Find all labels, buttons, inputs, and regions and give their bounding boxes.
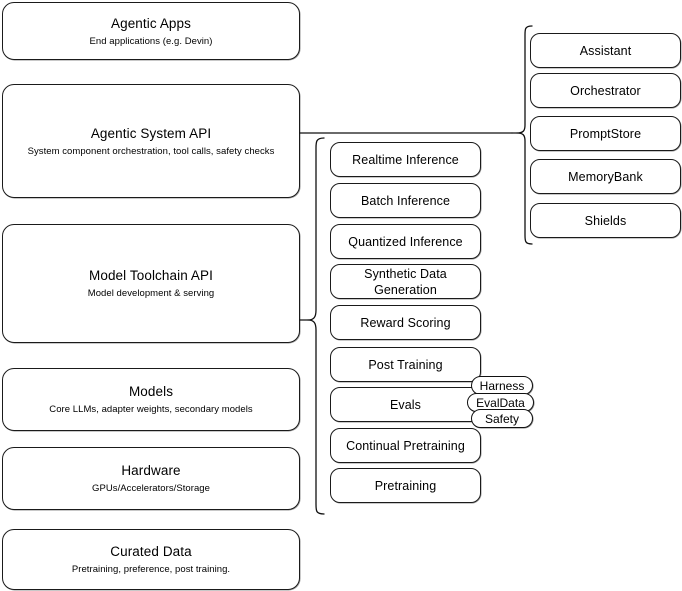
capability-box-evals[interactable]: Evals: [330, 387, 481, 422]
capability-box-synthetic-data-generation[interactable]: Synthetic Data Generation: [330, 264, 481, 299]
component-label: MemoryBank: [568, 169, 643, 184]
brace-toolchain-capabilities: [299, 136, 328, 520]
capability-label: Evals: [389, 397, 422, 412]
eval-pill-safety[interactable]: Safety: [471, 409, 533, 428]
layer-title: Hardware: [121, 463, 181, 478]
capability-box-post-training[interactable]: Post Training: [330, 347, 481, 382]
capability-label: Post Training: [368, 357, 443, 372]
capability-label: Batch Inference: [360, 193, 451, 208]
layer-subtitle: System component orchestration, tool cal…: [27, 145, 275, 157]
capability-box-continual-pretraining[interactable]: Continual Pretraining: [330, 428, 481, 463]
eval-pill-evaldata[interactable]: EvalData: [467, 393, 534, 412]
component-box-promptstore[interactable]: PromptStore: [530, 116, 681, 151]
capability-label: Pretraining: [374, 478, 437, 493]
capability-label: Reward Scoring: [360, 315, 451, 330]
layer-subtitle: Pretraining, preference, post training.: [71, 564, 231, 575]
capability-label: Realtime Inference: [352, 152, 459, 167]
capability-box-quantized-inference[interactable]: Quantized Inference: [330, 224, 481, 259]
component-box-orchestrator[interactable]: Orchestrator: [530, 73, 681, 108]
capability-box-realtime-inference[interactable]: Realtime Inference: [330, 142, 481, 177]
layer-box-agentic-system-api[interactable]: Agentic System API System component orch…: [2, 84, 300, 198]
capability-box-reward-scoring[interactable]: Reward Scoring: [330, 305, 481, 340]
layer-subtitle: Model development & serving: [87, 288, 215, 299]
layer-box-model-toolchain-api[interactable]: Model Toolchain API Model development & …: [2, 224, 300, 343]
capability-box-batch-inference[interactable]: Batch Inference: [330, 183, 481, 218]
component-label: Shields: [584, 213, 627, 228]
layer-box-models[interactable]: Models Core LLMs, adapter weights, secon…: [2, 368, 300, 431]
capability-label: Continual Pretraining: [346, 438, 465, 453]
connector-agentic-system-to-components: [299, 125, 515, 143]
component-label: Assistant: [579, 43, 632, 58]
layer-box-hardware[interactable]: Hardware GPUs/Accelerators/Storage: [2, 447, 300, 510]
capability-box-pretraining[interactable]: Pretraining: [330, 468, 481, 503]
layer-title: Models: [128, 384, 174, 399]
capability-label: Quantized Inference: [348, 234, 463, 249]
component-box-shields[interactable]: Shields: [530, 203, 681, 238]
component-box-memorybank[interactable]: MemoryBank: [530, 159, 681, 194]
layer-box-curated-data[interactable]: Curated Data Pretraining, preference, po…: [2, 529, 300, 590]
component-label: Orchestrator: [570, 83, 641, 98]
layer-subtitle: End applications (e.g. Devin): [89, 35, 213, 47]
layer-title: Model Toolchain API: [89, 268, 213, 283]
component-box-assistant[interactable]: Assistant: [530, 33, 681, 68]
layer-subtitle: GPUs/Accelerators/Storage: [92, 483, 210, 494]
layer-box-agentic-apps[interactable]: Agentic Apps End applications (e.g. Devi…: [2, 2, 300, 60]
layer-title: Agentic Apps: [110, 15, 191, 31]
layer-title: Curated Data: [110, 544, 192, 559]
capability-label: Synthetic Data Generation: [364, 266, 447, 297]
layer-title: Agentic System API: [90, 125, 212, 141]
layer-subtitle: Core LLMs, adapter weights, secondary mo…: [49, 404, 253, 415]
component-label: PromptStore: [569, 126, 642, 141]
